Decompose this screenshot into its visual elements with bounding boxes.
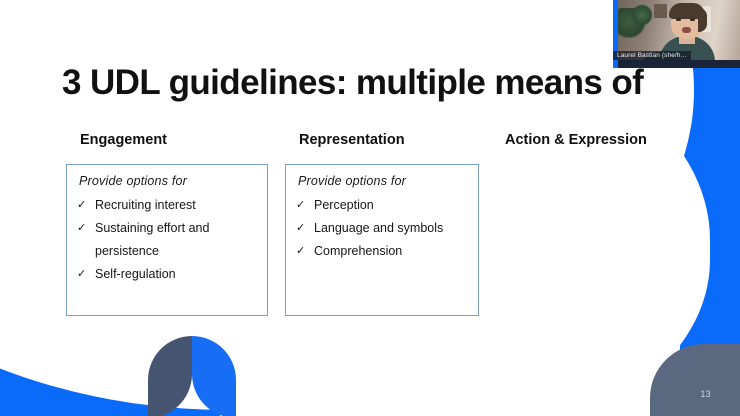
check-icon: ✓ (296, 245, 306, 257)
guidelines-columns: Engagement Provide options for ✓ Recruit… (0, 132, 740, 332)
webcam-mouth-shape (682, 27, 691, 33)
list-item: ✓ Recruiting interest (77, 194, 257, 217)
check-icon: ✓ (77, 268, 87, 280)
webcam-right-eye-shape (690, 18, 695, 21)
options-box-representation: Provide options for ✓ Perception ✓ Langu… (285, 164, 479, 316)
list-item: ✓ Language and symbols (296, 217, 468, 240)
column-heading-action-expression: Action & Expression (505, 132, 647, 148)
page-number: 13 (700, 389, 711, 399)
list-item-label: Perception (314, 198, 374, 212)
list-item-label: Self-regulation (95, 267, 176, 281)
webcam-picture-frame-shape (654, 4, 667, 18)
column-representation: Representation Provide options for ✓ Per… (285, 132, 479, 316)
list-item: ✓ Self-regulation (77, 263, 257, 286)
list-item-label: Comprehension (314, 244, 403, 258)
options-lead-representation: Provide options for (298, 174, 407, 188)
webcam-plant-secondary-shape (631, 4, 653, 26)
check-icon: ✓ (77, 222, 87, 234)
list-item-label: Sustaining effort and (95, 221, 210, 235)
options-list-engagement: ✓ Recruiting interest ✓ Sustaining effor… (77, 194, 257, 286)
list-item: ✓ Comprehension (296, 240, 468, 263)
webcam-hair-shape (669, 3, 705, 19)
column-action-expression: Action & Expression (505, 132, 705, 164)
list-item-label: Language and symbols (314, 221, 444, 235)
check-icon: ✓ (296, 199, 306, 211)
options-lead-engagement: Provide options for (79, 174, 188, 188)
participant-name-label: Laurel Bastian (she/h… (613, 51, 692, 60)
webcam-left-eye-shape (676, 18, 681, 21)
column-engagement: Engagement Provide options for ✓ Recruit… (66, 132, 268, 316)
webcam-bottom-bar (613, 60, 740, 68)
list-item: ✓ Sustaining effort and (77, 217, 257, 240)
options-box-engagement: Provide options for ✓ Recruiting interes… (66, 164, 268, 316)
webcam-hair-side-shape (698, 8, 707, 32)
column-heading-representation: Representation (299, 132, 405, 148)
list-item: persistence (77, 240, 257, 263)
check-icon: ✓ (296, 222, 306, 234)
check-icon: ✓ (77, 199, 87, 211)
list-item-label: persistence (95, 244, 159, 258)
webcam-left-edge-accent (613, 0, 618, 68)
presenter-webcam-overlay[interactable]: Laurel Bastian (she/h… (613, 0, 740, 68)
column-heading-engagement: Engagement (80, 132, 168, 148)
page-title: 3 UDL guidelines: multiple means of (62, 63, 644, 102)
list-item-label: Recruiting interest (95, 198, 196, 212)
options-list-representation: ✓ Perception ✓ Language and symbols ✓ Co… (296, 194, 468, 263)
list-item: ✓ Perception (296, 194, 468, 217)
